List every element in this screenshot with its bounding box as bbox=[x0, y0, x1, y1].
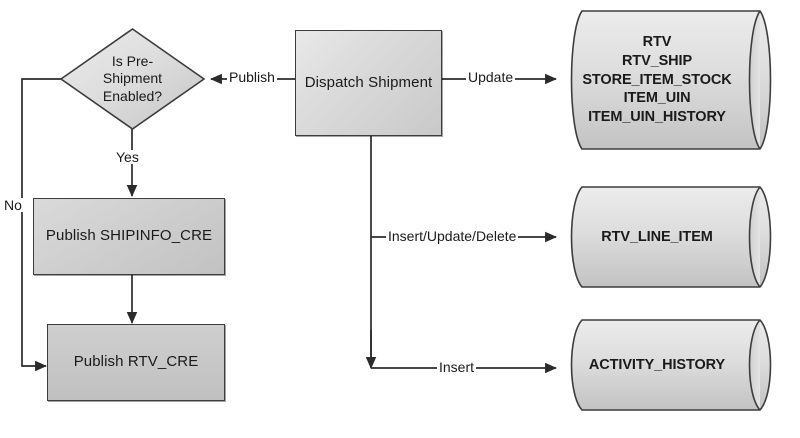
edge-label-yes: Yes bbox=[114, 149, 141, 165]
dispatch-shipment-label: Dispatch Shipment bbox=[304, 73, 433, 91]
edge-label-no: No bbox=[2, 197, 24, 213]
decision-pre-shipment-enabled[interactable]: Is Pre- Shipment Enabled? bbox=[59, 27, 206, 131]
cylinder-cap bbox=[748, 186, 761, 288]
datastore-activity-history[interactable]: ACTIVITY_HISTORY bbox=[556, 318, 792, 412]
publish-rtv-cre-label: Publish RTV_CRE bbox=[73, 353, 199, 371]
node-dispatch-shipment[interactable]: Dispatch Shipment bbox=[295, 30, 442, 136]
datastore-rtv-group-label: RTV RTV_SHIP STORE_ITEM_STOCK ITEM_UIN I… bbox=[582, 33, 732, 126]
edge-label-update: Update bbox=[466, 69, 516, 85]
datastore-activity-history-label: ACTIVITY_HISTORY bbox=[588, 356, 726, 373]
node-publish-shipinfo-cre[interactable]: Publish SHIPINFO_CRE bbox=[33, 198, 225, 275]
edge-label-publish: Publish bbox=[227, 69, 277, 85]
edge-label-insert: Insert bbox=[437, 359, 477, 375]
publish-shipinfo-cre-label: Publish SHIPINFO_CRE bbox=[45, 227, 213, 245]
datastore-rtv-group[interactable]: RTV RTV_SHIP STORE_ITEM_STOCK ITEM_UIN I… bbox=[556, 9, 792, 151]
cylinder-cap bbox=[748, 10, 761, 150]
decision-label: Is Pre- Shipment Enabled? bbox=[102, 52, 163, 104]
datastore-rtv-line-item[interactable]: RTV_LINE_ITEM bbox=[556, 185, 792, 289]
node-publish-rtv-cre[interactable]: Publish RTV_CRE bbox=[47, 324, 225, 401]
cylinder-cap bbox=[748, 319, 761, 411]
edge-label-insert-update-delete: Insert/Update/Delete bbox=[386, 228, 519, 244]
datastore-rtv-line-item-label: RTV_LINE_ITEM bbox=[601, 228, 713, 245]
diamond-shape bbox=[59, 28, 206, 130]
